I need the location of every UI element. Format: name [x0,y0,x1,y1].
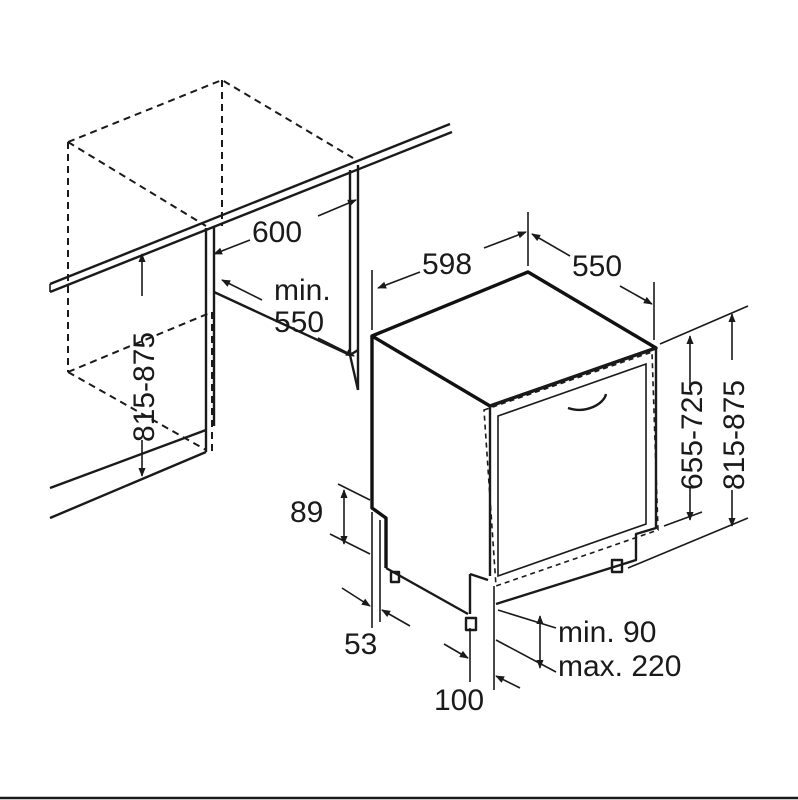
door-panel [497,362,647,578]
door-handle [567,393,608,411]
dim-niche-depth: min. 550 [221,274,355,357]
foot-front-right [610,558,624,574]
dim-door-height: 655-725 [659,305,749,527]
foot-front-left [464,616,478,632]
niche-floor [49,428,208,520]
dim-plinth-height: 89 [290,483,371,555]
plinth-clearance-label-2: max. 220 [558,650,681,683]
niche-depth-label-1: min. [274,274,331,307]
worktop [49,122,453,294]
appliance-depth-label: 550 [572,250,622,283]
foot-left [389,570,401,584]
plinth-height-label: 89 [290,496,323,529]
dim-door-offset: 100 [434,586,521,717]
niche-width-label: 600 [252,216,302,249]
dim-niche-width: 600 [213,199,357,255]
niche-depth-label-2: 550 [274,306,324,339]
dim-appliance-depth: 550 [531,233,655,340]
appliance-front [489,346,658,606]
upper-cabinet-outline [67,78,354,452]
door-outline [483,350,659,588]
dim-plinth-clearance: min. 90 max. 220 [495,609,681,683]
appliance-height-label: 815-875 [718,380,751,490]
appliance-side [370,336,388,568]
plinth-clearance-label-1: min. 90 [558,616,656,649]
dim-niche-height: 815-875 [128,253,161,477]
plinth-setback-label: 53 [344,628,377,661]
appliance-top [370,270,658,408]
dim-plinth-setback: 53 [341,512,411,661]
appliance-width-label: 598 [422,248,472,281]
appliance-plinth-top [469,572,489,582]
dishwasher [370,270,659,632]
dim-appliance-height: 815-875 [627,313,751,569]
dim-appliance-width: 598 [371,212,529,330]
kitchen-niche: 600 min. 550 815-875 [49,78,453,520]
niche-height-label: 815-875 [128,332,161,442]
door-offset-label: 100 [434,684,484,717]
door-height-label: 655-725 [676,380,709,490]
